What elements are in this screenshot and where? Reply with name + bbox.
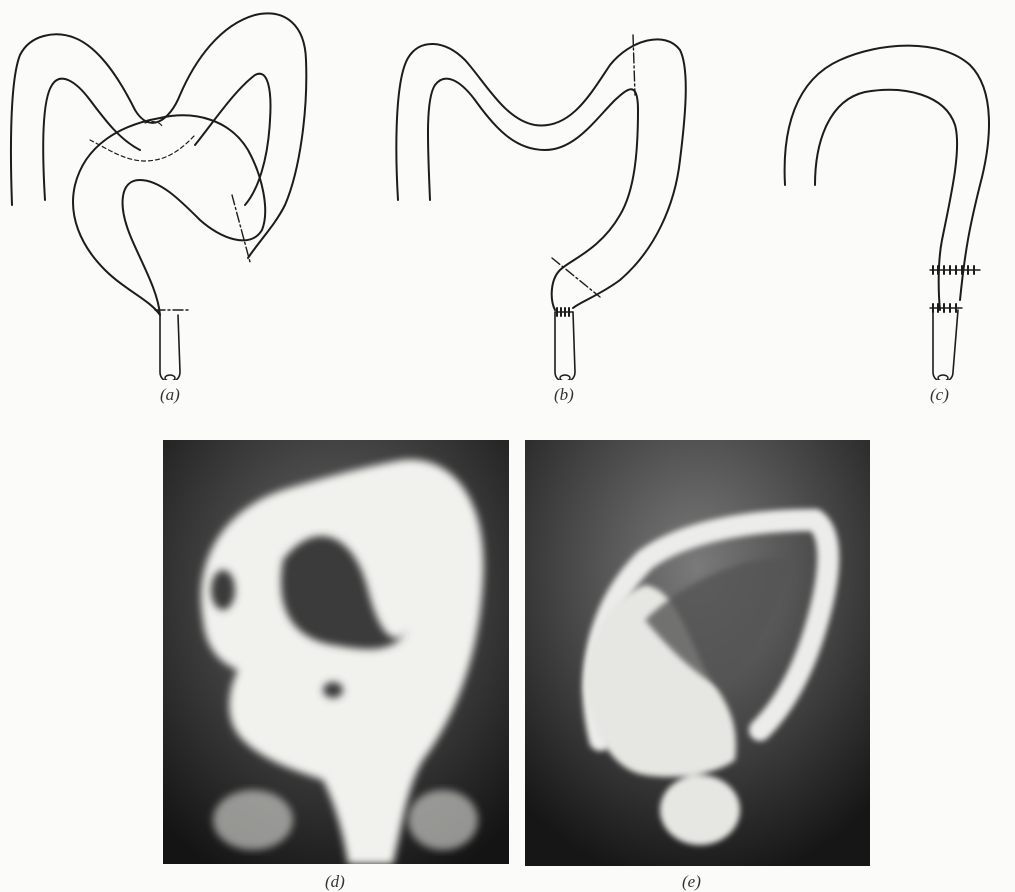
label-e: (e) xyxy=(682,872,701,892)
diagram-b xyxy=(380,0,700,380)
xray-e xyxy=(525,440,870,866)
xray-d xyxy=(163,440,509,864)
label-a: (a) xyxy=(160,385,180,405)
diagram-c xyxy=(770,0,1015,380)
label-c: (c) xyxy=(930,385,949,405)
label-b: (b) xyxy=(554,385,574,405)
label-d: (d) xyxy=(325,872,345,892)
diagram-a xyxy=(0,0,330,380)
